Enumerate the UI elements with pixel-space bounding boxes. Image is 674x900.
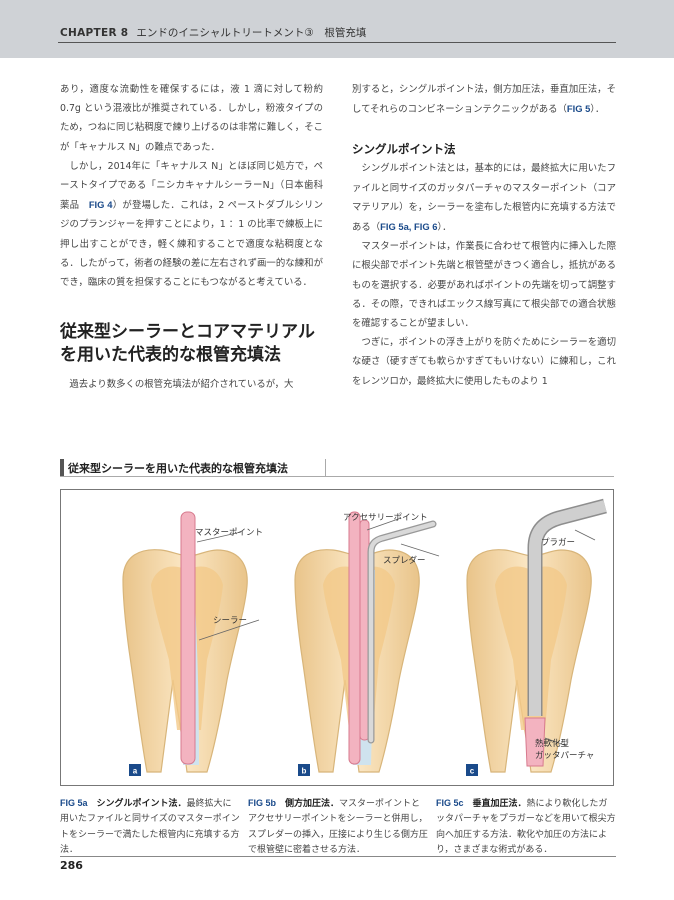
leader-plugger xyxy=(574,529,596,541)
fig4-reference: FIG 4 xyxy=(88,199,113,211)
left-column: あり，適度な流動性を確保するには，液 1 滴に対して粉約0.7g という混液比が… xyxy=(60,80,323,394)
left-paragraph-1: あり，適度な流動性を確保するには，液 1 滴に対して粉約0.7g という混液比が… xyxy=(60,84,323,153)
left-paragraph-2: しかし，2014年に「キャナルス N」とほぼ同じ処方で，ペーストタイプである「ニ… xyxy=(60,160,323,289)
panel-label-box-b xyxy=(298,764,310,776)
footer-rule xyxy=(60,856,616,857)
softened-gutta-percha xyxy=(524,717,546,767)
panel-label-c: c xyxy=(470,767,475,776)
label-spreader: スプレダー xyxy=(383,555,426,566)
panel-c-tooth xyxy=(466,498,607,773)
chapter-title: エンドのイニシャルトリートメント③ 根管充填 xyxy=(136,27,367,39)
sub-heading-single-point: シングルポイント法 xyxy=(352,142,456,157)
running-header: CHAPTER 8 エンドのイニシャルトリートメント③ 根管充填 xyxy=(60,25,366,40)
header-band xyxy=(0,0,674,58)
figure-title-bar: 従来型シーラーを用いた代表的な根管充填法 xyxy=(60,459,614,477)
right-paragraph-4: つぎに，ポイントの浮き上がりを防ぐためにシーラーを適切な硬さ（硬すぎても軟らかす… xyxy=(352,337,616,387)
figure-frame: マスターポイント シーラー a アクセサリーポイント スプレダー b xyxy=(60,489,614,786)
panel-label-b: b xyxy=(302,767,307,776)
label-accessory-point: アクセサリーポイント xyxy=(343,513,428,523)
panel-b-tooth xyxy=(294,511,440,773)
section-heading: 従来型シーラーとコアマテリアルを用いた代表的な根管充填法 xyxy=(60,322,315,366)
panel-label-box-a xyxy=(129,764,141,776)
panel-label-a: a xyxy=(133,767,138,776)
leader-sealer xyxy=(198,619,260,641)
figure-title: 従来型シーラーを用いた代表的な根管充填法 xyxy=(68,462,288,475)
label-softened-gp-line2: ガッタパーチャ xyxy=(535,750,594,761)
figure-title-tick xyxy=(325,459,326,476)
left-paragraph-3: 過去より数多くの根管充填法が紹介されているが，大 xyxy=(69,379,294,391)
right-paragraph-1: 別すると，シングルポイント法，側方加圧法，垂直加圧法，そしてそれらのコンビネーシ… xyxy=(352,84,616,116)
root-canal-illustration: マスターポイント シーラー a アクセサリーポイント スプレダー b xyxy=(122,498,607,776)
panel-a-tooth xyxy=(122,511,260,773)
leader-softened-gp xyxy=(544,737,568,747)
caption-fig5b: FIG 5b 側方加圧法．マスターポイントとアクセサリーポイントをシーラーと併用… xyxy=(248,798,428,855)
label-softened-gp-line1: 熱軟化型 xyxy=(535,738,570,749)
master-point-a xyxy=(180,511,196,765)
panel-label-box-c xyxy=(466,764,478,776)
leader-accessory-point xyxy=(366,517,402,531)
caption-fig5a: FIG 5a シングルポイント法．最終拡大に用いたファイルと同サイズのマスターポ… xyxy=(60,798,240,855)
leader-spreader xyxy=(400,543,440,557)
right-paragraph-3: マスターポイントは，作業長に合わせて根管内に挿入した際に根尖部でポイント先端と根… xyxy=(352,241,616,330)
fig5-reference: FIG 5 xyxy=(566,103,591,115)
chapter-label: CHAPTER 8 xyxy=(60,27,129,39)
header-rule xyxy=(58,42,616,43)
caption-fig5c: FIG 5c 垂直加圧法．熱により軟化したガッタパーチャをプラガーなどを用いて根… xyxy=(436,798,616,855)
figure-title-accent xyxy=(60,459,64,476)
label-master-point: マスターポイント xyxy=(195,528,263,538)
right-column: 別すると，シングルポイント法，側方加圧法，垂直加圧法，そしてそれらのコンビネーシ… xyxy=(352,80,616,391)
leader-master-point xyxy=(196,531,242,543)
right-paragraph-2: シングルポイント法とは，基本的には，最終拡大に用いたファイルと同サイズのガッタパ… xyxy=(352,163,616,234)
page-number: 286 xyxy=(60,859,83,872)
fig5a-fig6-reference: FIG 5a, FIG 6 xyxy=(380,221,438,233)
label-plugger: プラガー xyxy=(541,537,575,548)
label-sealer: シーラー xyxy=(213,616,247,626)
master-point-b xyxy=(348,511,361,765)
